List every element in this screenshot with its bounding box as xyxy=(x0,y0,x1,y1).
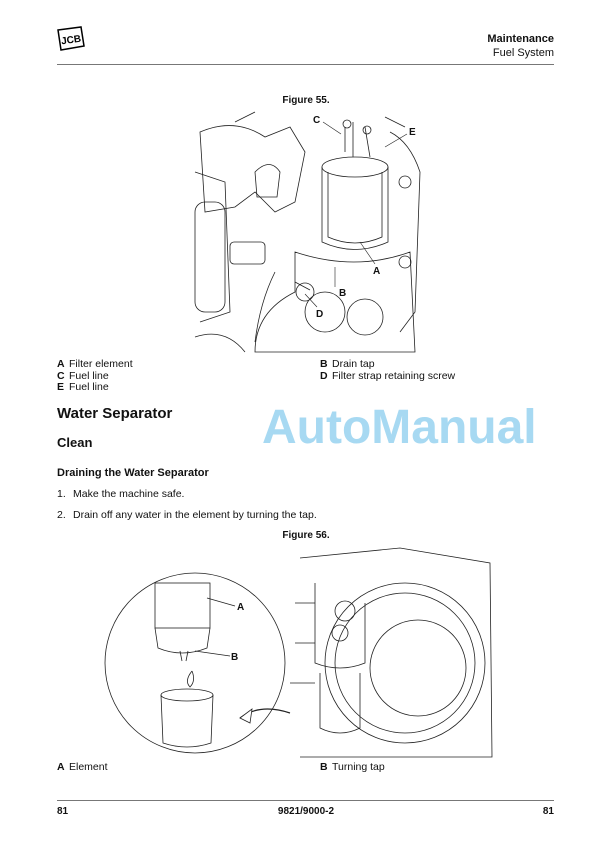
callout-a: A xyxy=(237,602,244,613)
callout-a: A xyxy=(373,266,380,277)
jcb-logo: JCB xyxy=(57,26,85,51)
footer-page-right: 81 xyxy=(542,806,554,817)
callout-b: B xyxy=(339,288,346,299)
step-2: 2.Drain off any water in the element by … xyxy=(57,509,317,521)
figure-55-illustration: C E A B D xyxy=(194,111,421,353)
figure-55-label: Figure 55. xyxy=(282,95,330,106)
header-subsection: Fuel System xyxy=(492,47,554,59)
svg-text:JCB: JCB xyxy=(61,34,82,48)
heading-water-separator: Water Separator xyxy=(57,405,173,422)
heading-draining: Draining the Water Separator xyxy=(57,467,209,479)
footer-page-left: 81 xyxy=(57,806,69,817)
callout-b: B xyxy=(231,652,238,663)
footer-rule xyxy=(57,800,554,801)
header-rule xyxy=(57,64,554,65)
header-section: Maintenance xyxy=(487,33,554,45)
footer-doc-number: 9821/9000-2 xyxy=(277,806,335,817)
figure-56-label: Figure 56. xyxy=(282,530,330,541)
step-1: 1.Make the machine safe. xyxy=(57,488,185,500)
callout-d: D xyxy=(316,309,323,320)
callout-c: C xyxy=(313,115,320,126)
callout-e: E xyxy=(409,127,416,138)
heading-clean: Clean xyxy=(57,435,93,450)
watermark: AutoManual xyxy=(262,401,537,454)
figure-56-illustration: A B xyxy=(104,547,493,758)
